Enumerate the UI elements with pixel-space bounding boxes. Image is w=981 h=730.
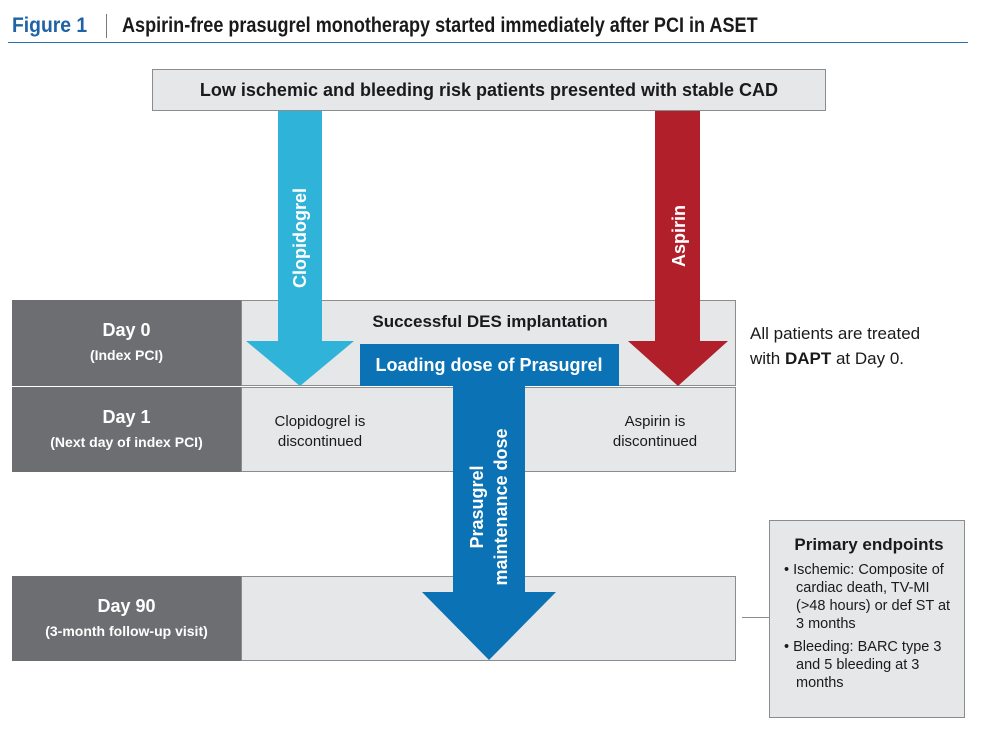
dapt-note-line1: All patients are treated [750, 324, 921, 343]
dapt-note-bold: DAPT [784, 349, 832, 368]
day90-label: Day 90 [97, 596, 156, 616]
patient-population-box: Low ischemic and bleeding risk patients … [152, 69, 826, 111]
clopidogrel-arrow-label: Clopidogrel [290, 188, 310, 288]
prasugrel-arrow-label-line2: maintenance dose [491, 428, 511, 585]
patient-population-text: Low ischemic and bleeding risk patients … [199, 79, 779, 100]
day1-label-cell: Day 1 (Next day of index PCI) [12, 387, 241, 472]
prasugrel-maintenance-arrow [422, 385, 556, 660]
day90-label-cell: Day 90 (3-month follow-up visit) [12, 576, 241, 661]
aspirin-discontinued-text: Aspirin is discontinued [590, 412, 720, 452]
figure-label: Figure 1 [12, 14, 88, 37]
dapt-note-prefix: with [750, 349, 785, 368]
dapt-note-line2: with DAPT at Day 0. [750, 346, 920, 371]
aspirin-arrow-label: Aspirin [669, 205, 689, 267]
day1-label: Day 1 [102, 407, 151, 427]
endpoint-bleeding: • Bleeding: BARC type 3 and 5 bleeding a… [784, 639, 942, 691]
clopidogrel-arrow [246, 111, 354, 386]
aspirin-arrow [628, 111, 728, 386]
clopidogrel-discontinued-line1: Clopidogrel is [274, 413, 366, 430]
loading-dose-box [360, 344, 619, 386]
aspirin-discontinued-line1: Aspirin is [624, 413, 686, 430]
loading-dose-text: Loading dose of Prasugrel [375, 355, 602, 375]
day0-sublabel: (Index PCI) [89, 347, 164, 363]
figure-header: Figure 1 Aspirin-free prasugrel monother… [8, 8, 968, 43]
aspirin-discontinued-line2: discontinued [612, 433, 698, 450]
clopidogrel-discontinued-line2: discontinued [277, 433, 363, 450]
primary-endpoints-title: Primary endpoints [794, 535, 944, 554]
figure-title: Aspirin-free prasugrel monotherapy start… [122, 14, 758, 37]
clopidogrel-discontinued-text: Clopidogrel is discontinued [250, 412, 390, 452]
day90-sublabel: (3-month follow-up visit) [45, 623, 208, 639]
day1-sublabel: (Next day of index PCI) [50, 434, 203, 450]
endpoint-ischemic: • Ischemic: Composite of cardiac death, … [784, 562, 951, 632]
primary-endpoints-box: Primary endpoints • Ischemic: Composite … [769, 520, 965, 718]
dapt-note-suffix: at Day 0. [831, 349, 905, 368]
header-divider [106, 14, 107, 38]
day0-label-cell: Day 0 (Index PCI) [12, 300, 241, 386]
prasugrel-arrow-label-line1: Prasugrel [467, 465, 487, 548]
day0-label: Day 0 [102, 320, 151, 340]
dapt-note: All patients are treated with DAPT at Da… [750, 321, 920, 371]
endpoints-connector [742, 617, 769, 618]
des-implantation-text: Successful DES implantation [372, 312, 608, 331]
